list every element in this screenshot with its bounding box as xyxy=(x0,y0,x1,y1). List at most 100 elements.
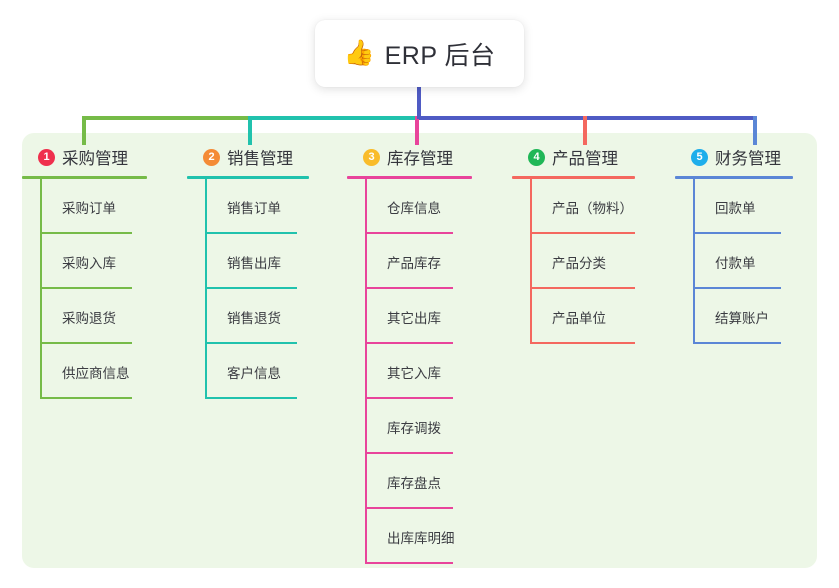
list-item[interactable]: 库存调拨 xyxy=(365,399,512,454)
list-item-rule xyxy=(40,287,132,289)
list-item-rule xyxy=(530,287,635,289)
list-item-label: 采购退货 xyxy=(62,310,116,326)
list-item-label: 采购入库 xyxy=(62,255,116,271)
list-item-label: 其它出库 xyxy=(387,310,441,326)
list-item-label: 仓库信息 xyxy=(387,200,441,216)
list-item-rule xyxy=(365,232,453,234)
list-item-rule xyxy=(365,507,453,509)
column-title-2: 销售管理 xyxy=(227,150,293,168)
list-item-rule xyxy=(530,232,635,234)
column-items-4: 产品（物料） 产品分类产品单位 xyxy=(530,179,675,344)
list-item[interactable]: 采购退货 xyxy=(40,289,187,344)
column-header-rule-3 xyxy=(347,176,472,179)
list-item-rule xyxy=(693,287,781,289)
list-item[interactable]: 销售出库 xyxy=(205,234,347,289)
list-item[interactable]: 产品单位 xyxy=(530,289,675,344)
list-item[interactable]: 仓库信息 xyxy=(365,179,512,234)
column-title-5: 财务管理 xyxy=(715,150,781,168)
list-item-rule xyxy=(365,452,453,454)
list-item-label: 库存盘点 xyxy=(387,475,441,491)
list-item[interactable]: 回款单 xyxy=(693,179,815,234)
list-item-rule xyxy=(693,232,781,234)
list-item[interactable]: 客户信息 xyxy=(205,344,347,399)
list-item-rule xyxy=(693,342,781,344)
diagram-panel xyxy=(22,133,817,568)
column-items-1: 采购订单采购入库采购退货供应商信息 xyxy=(40,179,187,399)
list-item-label: 销售退货 xyxy=(227,310,281,326)
column-header-3[interactable]: 3 库存管理 xyxy=(347,144,512,170)
list-item-label: 付款单 xyxy=(715,255,756,271)
list-item-rule xyxy=(365,562,453,564)
column-spine-1 xyxy=(40,179,42,399)
list-item[interactable]: 出库库明细 xyxy=(365,509,512,564)
list-item-rule xyxy=(365,342,453,344)
column-header-5[interactable]: 5 财务管理 xyxy=(675,144,815,170)
list-item-rule xyxy=(205,342,297,344)
list-item-label: 其它入库 xyxy=(387,365,441,381)
column-badge-2: 2 xyxy=(203,148,220,166)
column-spine-2 xyxy=(205,179,207,399)
list-item[interactable]: 其它出库 xyxy=(365,289,512,344)
list-item-label: 销售出库 xyxy=(227,255,281,271)
list-item-rule xyxy=(40,397,132,399)
list-item[interactable]: 销售订单 xyxy=(205,179,347,234)
column-3: 3 库存管理仓库信息产品库存其它出库其它入库库存调拨库存盘点出库库明细 xyxy=(347,133,512,568)
column-header-rule-4 xyxy=(512,176,635,179)
list-item-label: 供应商信息 xyxy=(62,365,130,381)
column-badge-4: 4 xyxy=(528,148,545,166)
column-items-5: 回款单付款单结算账户 xyxy=(693,179,815,344)
list-item[interactable]: 产品分类 xyxy=(530,234,675,289)
list-item-rule xyxy=(205,287,297,289)
column-spine-5 xyxy=(693,179,695,344)
column-title-1: 采购管理 xyxy=(62,150,128,168)
column-header-2[interactable]: 2 销售管理 xyxy=(187,144,347,170)
segment-purchase xyxy=(84,116,250,120)
list-item-label: 产品库存 xyxy=(387,255,441,271)
list-item[interactable]: 采购入库 xyxy=(40,234,187,289)
root-node-title: ERP 后台 xyxy=(384,41,496,70)
root-node-card[interactable]: 👍 ERP 后台 xyxy=(315,20,524,87)
list-item-rule xyxy=(530,342,635,344)
column-header-4[interactable]: 4 产品管理 xyxy=(512,144,675,170)
column-items-3: 仓库信息产品库存其它出库其它入库库存调拨库存盘点出库库明细 xyxy=(365,179,512,564)
thumbs-up-icon: 👍 xyxy=(343,39,375,67)
segment-sales xyxy=(250,116,417,120)
column-header-rule-1 xyxy=(22,176,147,179)
column-2: 2 销售管理销售订单销售出库销售退货客户信息 xyxy=(187,133,347,568)
list-item[interactable]: 其它入库 xyxy=(365,344,512,399)
list-item-label: 采购订单 xyxy=(62,200,116,216)
column-title-4: 产品管理 xyxy=(552,150,618,168)
column-badge-5: 5 xyxy=(691,148,708,166)
column-items-2: 销售订单销售出库销售退货客户信息 xyxy=(205,179,347,399)
root-stem-connector xyxy=(417,87,421,119)
list-item-rule xyxy=(365,397,453,399)
column-5: 5 财务管理回款单付款单结算账户 xyxy=(675,133,815,568)
list-item[interactable]: 付款单 xyxy=(693,234,815,289)
list-item-rule xyxy=(40,232,132,234)
list-item[interactable]: 供应商信息 xyxy=(40,344,187,399)
list-item-label: 回款单 xyxy=(715,200,756,216)
list-item-label: 客户信息 xyxy=(227,365,281,381)
column-title-3: 库存管理 xyxy=(387,150,453,168)
column-spine-3 xyxy=(365,179,367,564)
list-item[interactable]: 产品库存 xyxy=(365,234,512,289)
list-item-label: 产品（物料） xyxy=(552,200,633,216)
column-spine-4 xyxy=(530,179,532,344)
list-item-label: 产品分类 xyxy=(552,255,606,271)
list-item[interactable]: 结算账户 xyxy=(693,289,815,344)
list-item-label: 库存调拨 xyxy=(387,420,441,436)
list-item-label: 结算账户 xyxy=(715,310,769,326)
list-item-rule xyxy=(365,287,453,289)
list-item[interactable]: 采购订单 xyxy=(40,179,187,234)
list-item[interactable]: 产品（物料） xyxy=(530,179,675,234)
list-item-label: 出库库明细 xyxy=(387,530,455,546)
column-4: 4 产品管理产品（物料） 产品分类产品单位 xyxy=(512,133,675,568)
column-badge-3: 3 xyxy=(363,148,380,166)
list-item-label: 产品单位 xyxy=(552,310,606,326)
list-item[interactable]: 库存盘点 xyxy=(365,454,512,509)
list-item[interactable]: 销售退货 xyxy=(205,289,347,344)
column-header-rule-2 xyxy=(187,176,309,179)
